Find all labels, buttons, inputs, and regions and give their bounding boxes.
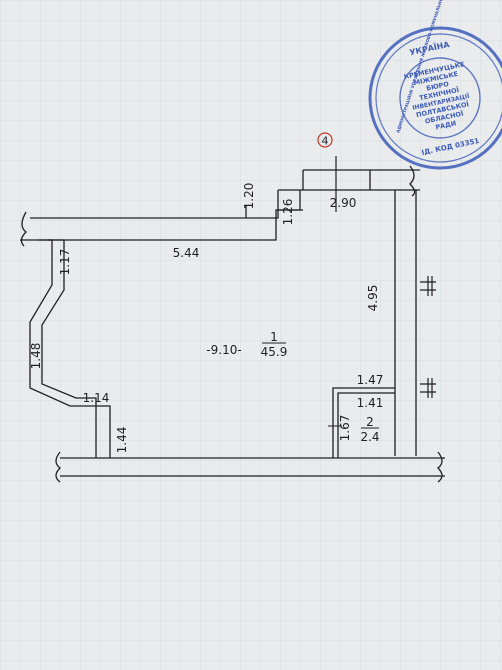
dim-top-opening: 2.90 xyxy=(330,196,357,210)
dim-left-return: 1.17 xyxy=(58,249,72,276)
room-1-number: 1 xyxy=(270,330,278,344)
window-markers xyxy=(420,276,436,398)
room-1-area: 45.9 xyxy=(261,345,288,359)
dim-lower-left-v: 1.44 xyxy=(115,427,129,454)
dim-closet-height: 1.67 xyxy=(338,415,352,442)
dim-closet-top: 1.47 xyxy=(357,373,384,387)
break-marks xyxy=(20,165,443,483)
dim-top-left-offset: 1.20 xyxy=(242,183,256,210)
dim-overall: -9.10- xyxy=(206,343,241,357)
room-2-number: 2 xyxy=(366,415,374,429)
dim-wall-long: 5.44 xyxy=(173,246,200,260)
dim-lower-left: 1.14 xyxy=(83,391,110,405)
room-2-label: 2 2.4 xyxy=(360,415,379,444)
dim-right-wall: 4.95 xyxy=(366,285,380,312)
room-2-area: 2.4 xyxy=(360,430,379,444)
dim-closet-inner: 1.41 xyxy=(357,396,384,410)
dim-niche-depth: 1.26 xyxy=(281,199,295,226)
room-1-label: 1 45.9 xyxy=(261,330,288,359)
dim-bend: 1.48 xyxy=(29,343,43,370)
axis-marker-circle xyxy=(317,132,333,148)
axis-marker-label: 4 xyxy=(322,135,329,148)
wall-outlines xyxy=(20,169,445,477)
